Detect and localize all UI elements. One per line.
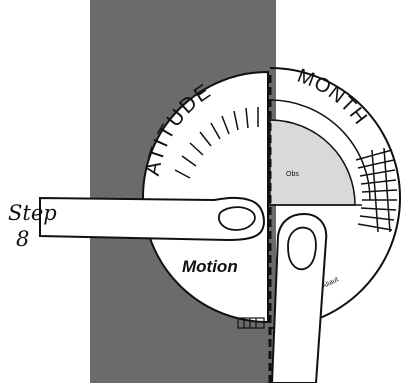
month-arc-label: MONTH (294, 65, 371, 130)
step-word: Step (8, 201, 57, 225)
pointing-finger-horizontal (40, 198, 264, 240)
step-number: 8 (16, 227, 29, 251)
pressing-finger-vertical (272, 214, 326, 383)
month-window (270, 120, 355, 205)
obs-label: Obs (286, 171, 299, 178)
motion-label: Motion (182, 257, 238, 276)
